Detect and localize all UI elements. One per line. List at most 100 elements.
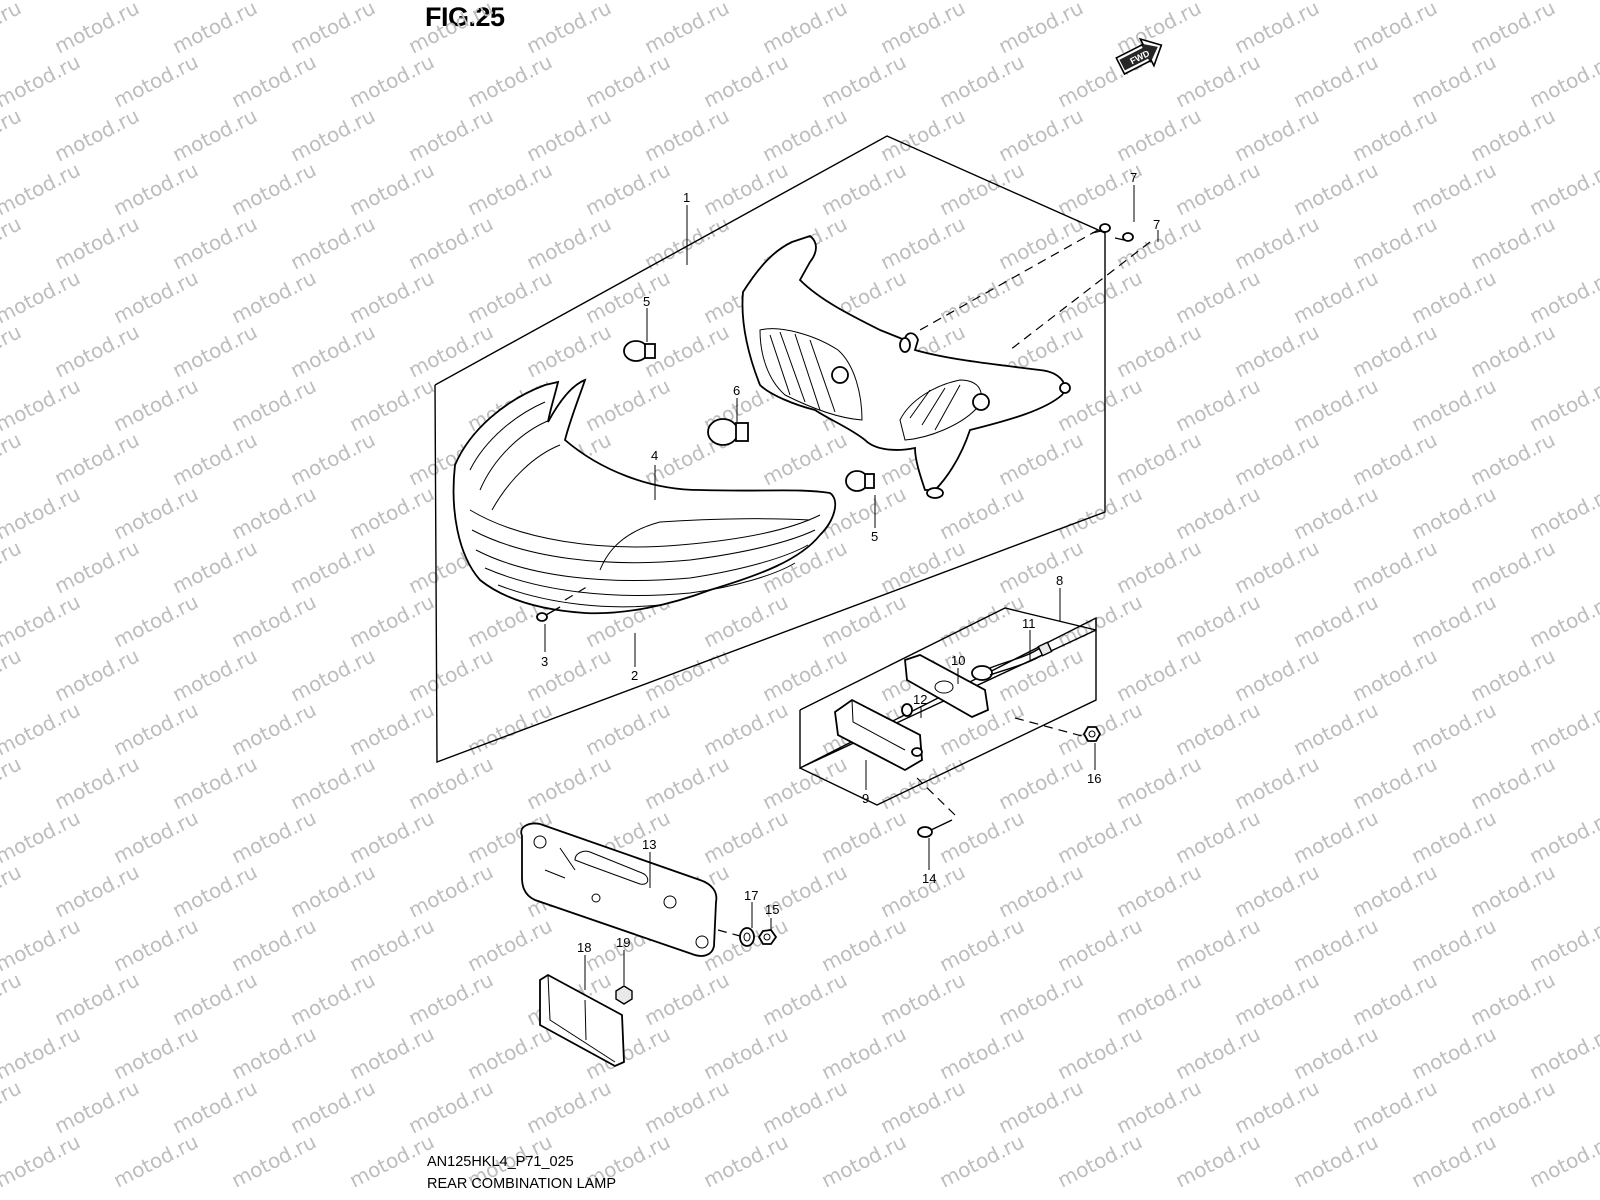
watermark-text: motod.ru xyxy=(168,103,261,166)
leader-lines xyxy=(544,185,1159,990)
watermark-text: motod.ru xyxy=(1466,0,1559,58)
watermark-text: motod.ru xyxy=(1171,913,1264,976)
watermark-text: motod.ru xyxy=(1230,427,1323,490)
watermark-text: motod.ru xyxy=(1053,157,1146,220)
callout-17: 17 xyxy=(744,888,758,903)
watermark-text: motod.ru xyxy=(1407,481,1500,544)
watermark-text: motod.ru xyxy=(1230,967,1323,1030)
lamp-lens xyxy=(452,378,837,615)
watermark-text: motod.ru xyxy=(1171,373,1264,436)
watermark-text: motod.ru xyxy=(1466,751,1559,814)
watermark-text: motod.ru xyxy=(581,157,674,220)
watermark-text: motod.ru xyxy=(1112,967,1205,1030)
watermark-text: motod.ru xyxy=(935,1021,1028,1084)
watermark-text: motod.ru xyxy=(1171,589,1264,652)
watermark-text: motod.ru xyxy=(1466,319,1559,382)
watermark-text: motod.ru xyxy=(1289,805,1382,868)
watermark-text: motod.ru xyxy=(0,913,84,976)
watermark-text: motod.ru xyxy=(699,1021,792,1084)
callout-2: 2 xyxy=(631,668,638,683)
watermark-text: motod.ru xyxy=(817,805,910,868)
watermark-text: motod.ru xyxy=(1230,211,1323,274)
watermark-text: motod.ru xyxy=(109,697,202,760)
watermark-text: motod.ru xyxy=(522,1075,615,1138)
watermark-text: motod.ru xyxy=(1525,373,1600,436)
watermark-text: motod.ru xyxy=(1171,1129,1264,1192)
watermark-text: motod.ru xyxy=(1348,967,1441,1030)
nut-19 xyxy=(615,985,633,1005)
watermark-text: motod.ru xyxy=(758,0,851,58)
watermark-text: motod.ru xyxy=(817,589,910,652)
callout-1: 1 xyxy=(683,190,690,205)
watermark-text: motod.ru xyxy=(1407,1129,1500,1192)
watermark-text: motod.ru xyxy=(404,751,497,814)
callout-11: 11 xyxy=(1022,616,1036,631)
screw-14 xyxy=(917,819,953,838)
watermark-text: motod.ru xyxy=(699,805,792,868)
callout-10: 10 xyxy=(951,653,965,668)
watermark-text: motod.ru xyxy=(0,481,84,544)
watermark-text: motod.ru xyxy=(168,0,261,58)
callout-7-b: 7 xyxy=(1153,217,1160,232)
watermark-text: motod.ru xyxy=(1525,1129,1600,1192)
watermark-text: motod.ru xyxy=(1348,535,1441,598)
screw-7-a xyxy=(1091,223,1111,234)
watermark-text: motod.ru xyxy=(0,103,25,166)
watermark-text: motod.ru xyxy=(286,427,379,490)
watermark-text: motod.ru xyxy=(935,589,1028,652)
watermark-text: motod.ru xyxy=(227,805,320,868)
watermark-text: motod.ru xyxy=(50,0,143,58)
watermark-text: motod.ru xyxy=(227,265,320,328)
watermark-text: motod.ru xyxy=(1348,751,1441,814)
watermark-text: motod.ru xyxy=(0,0,25,58)
watermark-text: motod.ru xyxy=(463,49,556,112)
watermark-text: motod.ru xyxy=(1171,1021,1264,1084)
watermark-text: motod.ru xyxy=(404,967,497,1030)
watermark-text: motod.ru xyxy=(50,103,143,166)
watermark-text: motod.ru xyxy=(109,805,202,868)
watermark-text: motod.ru xyxy=(699,589,792,652)
watermark-text: motod.ru xyxy=(286,211,379,274)
watermark-text: motod.ru xyxy=(1289,481,1382,544)
watermark-text: motod.ru xyxy=(1230,643,1323,706)
watermark-text: motod.ru xyxy=(404,1075,497,1138)
license-lamp-gasket xyxy=(904,654,989,719)
watermark-text: motod.ru xyxy=(1171,697,1264,760)
watermark-text: motod.ru xyxy=(404,0,497,58)
watermark-text: motod.ru xyxy=(699,157,792,220)
callout-8: 8 xyxy=(1056,573,1063,588)
watermark-text: motod.ru xyxy=(522,751,615,814)
watermark-text: motod.ru xyxy=(404,859,497,922)
watermark-text: motod.ru xyxy=(286,643,379,706)
bulb-5-upper xyxy=(623,340,656,362)
watermark-text: motod.ru xyxy=(994,859,1087,922)
watermark-text: motod.ru xyxy=(50,535,143,598)
nut-16 xyxy=(1082,726,1102,742)
watermark-text: motod.ru xyxy=(1230,319,1323,382)
nut-15 xyxy=(757,929,778,945)
watermark-text: motod.ru xyxy=(0,1129,84,1192)
license-lamp-outline xyxy=(799,607,1097,806)
watermark-text: motod.ru xyxy=(758,103,851,166)
license-lamp-body xyxy=(834,698,923,772)
watermark-text: motod.ru xyxy=(227,697,320,760)
callout-6: 6 xyxy=(733,383,740,398)
watermark-text: motod.ru xyxy=(345,481,438,544)
watermark-text: motod.ru xyxy=(463,1021,556,1084)
watermark-text: motod.ru xyxy=(0,805,84,868)
watermark-text: motod.ru xyxy=(1230,535,1323,598)
screw-3 xyxy=(536,606,561,622)
watermark-text: motod.ru xyxy=(286,1075,379,1138)
watermark-text: motod.ru xyxy=(227,373,320,436)
watermark-text: motod.ru xyxy=(1407,373,1500,436)
watermark-text: motod.ru xyxy=(168,1075,261,1138)
watermark-text: motod.ru xyxy=(1348,427,1441,490)
watermark-text: motod.ru xyxy=(1171,265,1264,328)
watermark-text: motod.ru xyxy=(876,859,969,922)
watermark-text: motod.ru xyxy=(994,211,1087,274)
watermark-text: motod.ru xyxy=(345,373,438,436)
watermark-text: motod.ru xyxy=(1466,211,1559,274)
watermark-text: motod.ru xyxy=(345,697,438,760)
